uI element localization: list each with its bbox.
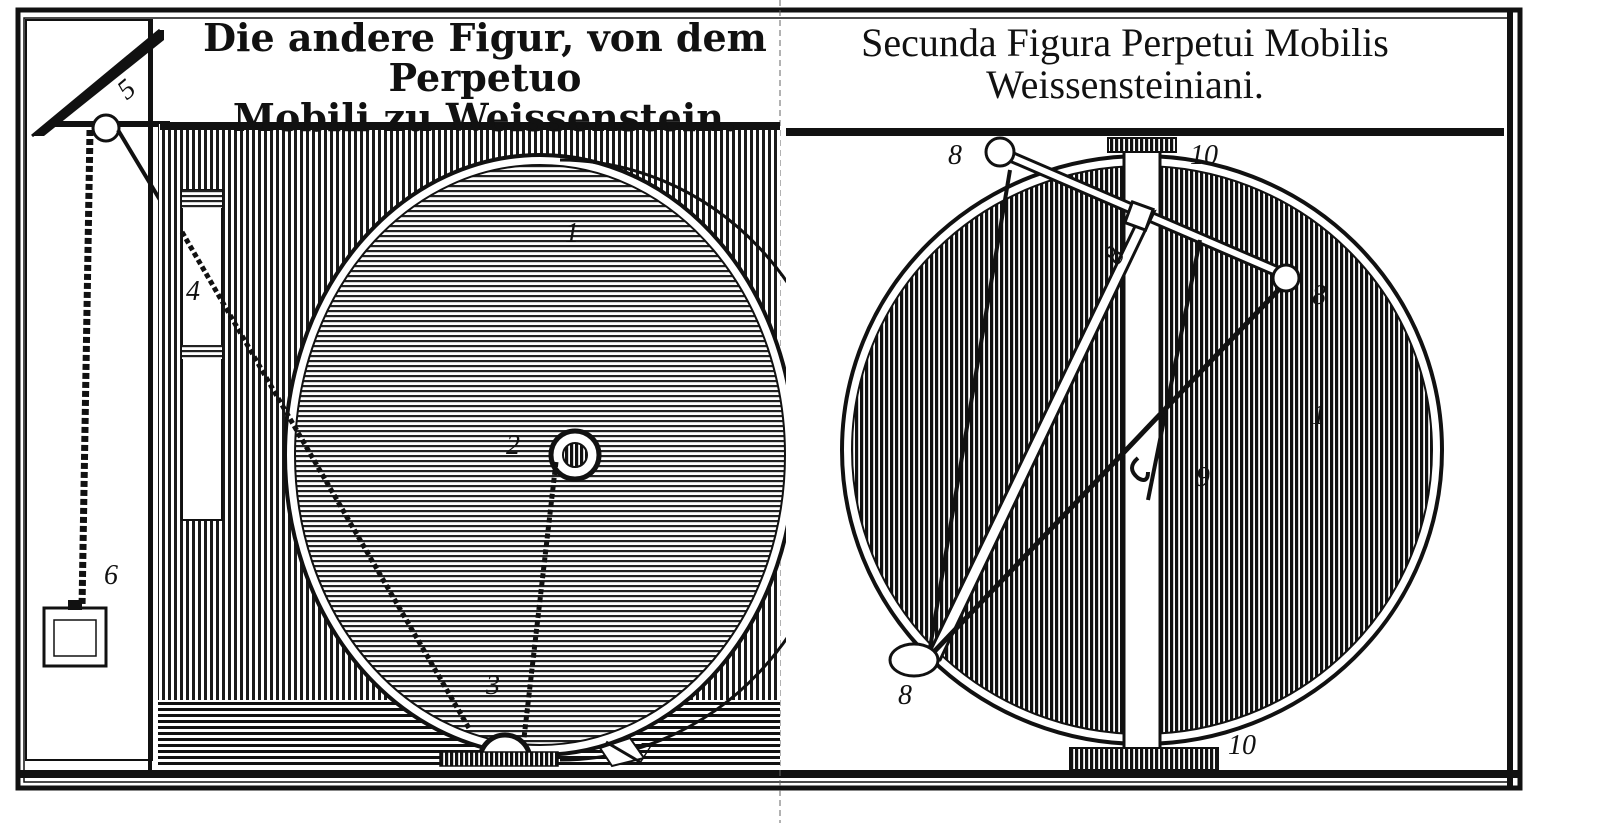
label-10-bottom: 10: [1228, 730, 1256, 761]
label-8-right: 8: [1312, 280, 1326, 311]
label-8-top: 8: [948, 140, 962, 171]
left-tower: [25, 19, 170, 770]
label-brake-7: 7: [638, 738, 652, 769]
label-9: 9: [1196, 462, 1210, 493]
left-wheel: [179, 153, 844, 768]
label-rope-4: 4: [186, 276, 200, 307]
label-10-top: 10: [1190, 140, 1218, 171]
left-title-line-2: Mobili zu Weissenstein.: [232, 94, 738, 140]
label-pulley-3: 3: [486, 670, 500, 701]
label-weight-6: 6: [104, 560, 118, 591]
right-title: Secunda Figura Perpetui Mobilis Weissens…: [815, 22, 1435, 106]
label-wheel-1-right: 1: [1312, 400, 1326, 431]
label-8-bottom: 8: [898, 680, 912, 711]
left-title-line-1: Die andere Figur, von dem Perpetuo: [203, 15, 767, 100]
left-title: Die andere Figur, von dem Perpetuo Mobil…: [185, 18, 785, 138]
right-title-line-2: Weissensteiniani.: [986, 62, 1264, 107]
right-wheel: [840, 136, 1444, 771]
label-axle-2: 2: [506, 430, 520, 461]
label-wheel-1-left: 1: [565, 218, 579, 249]
right-title-line-1: Secunda Figura Perpetui Mobilis: [861, 20, 1389, 65]
